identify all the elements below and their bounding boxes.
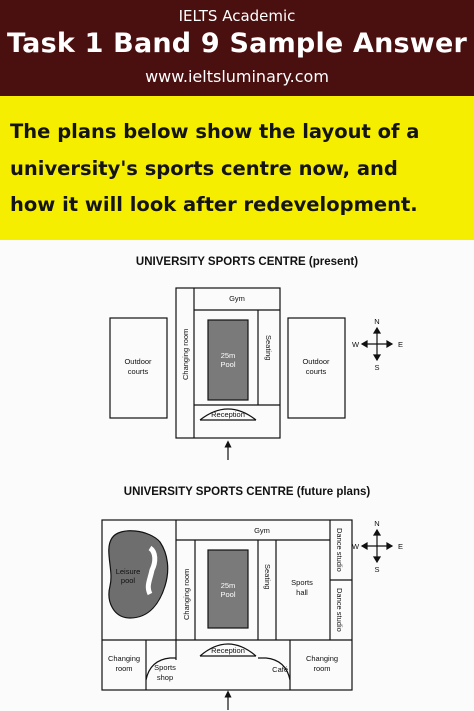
present-outdoor-left-label-1: Outdoor bbox=[124, 357, 152, 366]
present-reception-label: Reception bbox=[211, 410, 245, 419]
present-compass-n: N bbox=[374, 317, 379, 326]
future-gym-label: Gym bbox=[254, 526, 270, 535]
future-dance-studio-top-label: Dance studio bbox=[335, 528, 344, 572]
future-changing-bottom-left-label-1: Changing bbox=[108, 654, 140, 663]
present-plan-title: UNIVERSITY SPORTS CENTRE (present) bbox=[136, 256, 358, 268]
future-pool bbox=[207, 549, 249, 629]
future-sports-hall-label-2: hall bbox=[296, 588, 308, 597]
banner-title: Task 1 Band 9 Sample Answer bbox=[7, 28, 467, 59]
future-cafe-label: Café bbox=[272, 665, 288, 674]
future-sports-shop-label-1: Sports bbox=[154, 663, 176, 672]
present-compass-w: W bbox=[352, 340, 360, 349]
present-plan: UNIVERSITY SPORTS CENTRE (present) bbox=[109, 256, 358, 460]
future-sports-shop-label-2: shop bbox=[157, 673, 173, 682]
prompt-line-3: how it will look after redevelopment. bbox=[10, 193, 418, 216]
present-pool bbox=[207, 319, 249, 401]
future-changing-bottom-right-label-2: room bbox=[313, 664, 330, 673]
present-pool-label-1: 25m bbox=[221, 351, 236, 360]
future-dance-studio-bottom-label: Dance studio bbox=[335, 588, 344, 632]
future-plan-title: UNIVERSITY SPORTS CENTRE (future plans) bbox=[124, 486, 371, 498]
future-reception-arc bbox=[199, 643, 257, 657]
present-compass-icon bbox=[360, 326, 394, 362]
future-compass-s: S bbox=[374, 565, 379, 574]
floor-plan-diagram: UNIVERSITY SPORTS CENTRE (present) Gym C… bbox=[0, 240, 474, 711]
present-pool-label-2: Pool bbox=[220, 360, 235, 369]
future-changing-room-label: Changing room bbox=[182, 569, 191, 620]
future-sports-shop-outline bbox=[145, 657, 176, 681]
present-changing-room-label: Changing room bbox=[181, 329, 190, 380]
future-compass-icon bbox=[360, 528, 394, 564]
future-plan: UNIVERSITY SPORTS CENTRE (future plans) bbox=[101, 486, 371, 710]
present-outdoor-left-label-2: courts bbox=[128, 367, 149, 376]
prompt-line-1: The plans below show the layout of a bbox=[10, 120, 420, 143]
present-reception-arc bbox=[199, 408, 257, 421]
task-prompt: The plans below show the layout of a uni… bbox=[0, 96, 474, 240]
future-changing-bottom-left-label-2: room bbox=[115, 664, 132, 673]
prompt-line-2: university's sports centre now, and bbox=[10, 157, 398, 180]
present-building-outline bbox=[175, 287, 281, 439]
future-compass-e: E bbox=[398, 542, 403, 551]
future-compass-n: N bbox=[374, 519, 379, 528]
present-outdoor-right-label-2: courts bbox=[306, 367, 327, 376]
future-seating-label: Seating bbox=[263, 564, 272, 589]
present-seating-label: Seating bbox=[264, 335, 273, 360]
present-outdoor-courts-left bbox=[109, 317, 168, 419]
future-reception-label: Reception bbox=[211, 646, 245, 655]
present-outdoor-right-label-1: Outdoor bbox=[302, 357, 330, 366]
future-building-outline bbox=[101, 519, 353, 691]
banner-subtitle: IELTS Academic bbox=[178, 7, 296, 25]
banner-header: IELTS Academic Task 1 Band 9 Sample Answ… bbox=[0, 0, 474, 96]
present-compass-s: S bbox=[374, 363, 379, 372]
banner-url: www.ieltsluminary.com bbox=[145, 67, 329, 86]
future-cafe-outline bbox=[258, 657, 291, 681]
present-compass-e: E bbox=[398, 340, 403, 349]
present-gym-label: Gym bbox=[229, 294, 245, 303]
future-pool-label-2: Pool bbox=[220, 590, 235, 599]
future-compass-w: W bbox=[352, 542, 360, 551]
future-changing-bottom-right-label-1: Changing bbox=[306, 654, 338, 663]
future-pool-label-1: 25m bbox=[221, 581, 236, 590]
future-sports-hall-label-1: Sports bbox=[291, 578, 313, 587]
future-leisure-pool-label-1: Leisure bbox=[116, 567, 141, 576]
present-outdoor-courts-right bbox=[287, 317, 346, 419]
future-leisure-pool-label-2: pool bbox=[121, 576, 136, 585]
